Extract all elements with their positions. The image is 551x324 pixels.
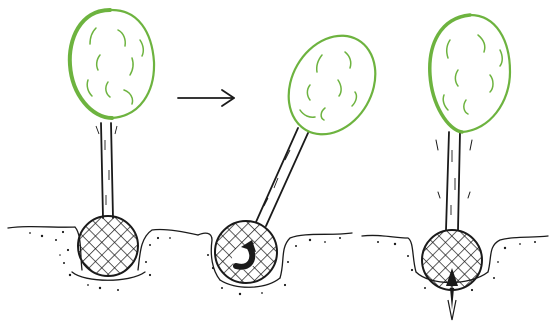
canopy: [287, 34, 377, 136]
soil-specks: [207, 237, 341, 296]
root-ball: [77, 215, 139, 277]
right-arrow-icon: [177, 89, 235, 107]
trunk: [445, 131, 461, 231]
ground-line: [197, 232, 353, 288]
rotation-arrow-icon: [232, 240, 256, 270]
soil-specks: [377, 241, 536, 292]
trunk: [255, 127, 309, 227]
spike-icon: [446, 268, 458, 321]
panel-anchored: [361, 13, 549, 321]
canopy: [428, 13, 512, 134]
motion-ticks: [435, 139, 473, 199]
canopy: [67, 8, 156, 120]
soil-specks: [29, 230, 171, 291]
panel-upright: [7, 8, 199, 291]
trunk: [100, 122, 114, 219]
panel-tilted: [197, 34, 377, 296]
